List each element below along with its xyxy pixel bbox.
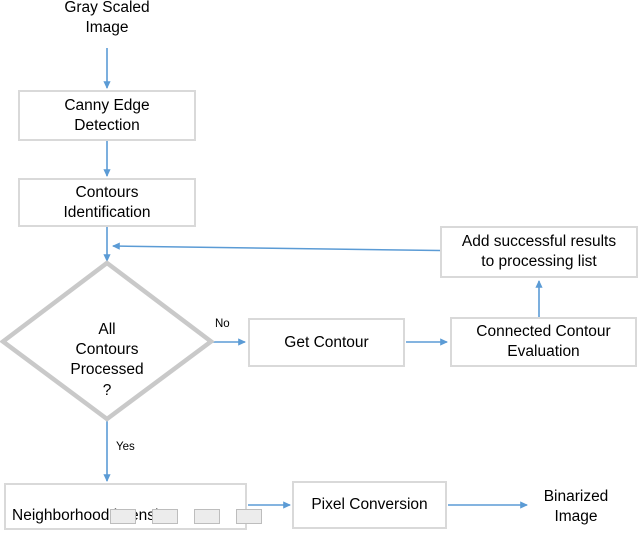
canny-edge-detection-label: Canny Edge Detection: [64, 96, 150, 134]
decision-all-contours-label: All Contours Processed ?: [70, 321, 144, 399]
binarized-image-label: Binarized Image: [543, 488, 609, 526]
swatch-4: [236, 509, 262, 524]
node-pixel-conversion[interactable]: Pixel Conversion: [292, 481, 447, 529]
add-successful-results-label: Add successful results to processing lis…: [461, 233, 617, 270]
contours-identification-label: Contours Identification: [63, 183, 151, 221]
pixel-conversion-label: Pixel Conversion: [311, 496, 428, 514]
swatch-2: [152, 509, 178, 524]
no-label-text: No: [215, 318, 230, 330]
node-connected-contour-evaluation[interactable]: Connected Contour Evaluation: [450, 317, 637, 367]
node-add-successful-results[interactable]: Add successful results to processing lis…: [440, 226, 638, 278]
edge-label-yes: Yes: [116, 441, 135, 454]
node-binarized-image: Binarized Image: [520, 487, 632, 527]
connector-addresults-to-decision-feedback: [112, 242, 441, 252]
swatch-1: [110, 509, 136, 524]
get-contour-label: Get Contour: [284, 333, 369, 351]
edge-label-no: No: [215, 318, 230, 331]
node-gray-scaled-image: Gray Scaled Image: [36, 0, 178, 38]
swatch-3: [194, 509, 220, 524]
yes-label-text: Yes: [116, 441, 135, 453]
node-get-contour[interactable]: Get Contour: [248, 318, 405, 367]
gray-scaled-image-label: Gray Scaled Image: [64, 0, 150, 37]
node-canny-edge-detection[interactable]: Canny Edge Detection: [18, 90, 196, 141]
node-contours-identification[interactable]: Contours Identification: [18, 178, 196, 227]
neighborhood-swatch-row: [110, 509, 262, 524]
connected-contour-evaluation-label: Connected Contour Evaluation: [476, 323, 611, 360]
node-decision-all-contours-processed[interactable]: All Contours Processed ?: [37, 300, 177, 401]
